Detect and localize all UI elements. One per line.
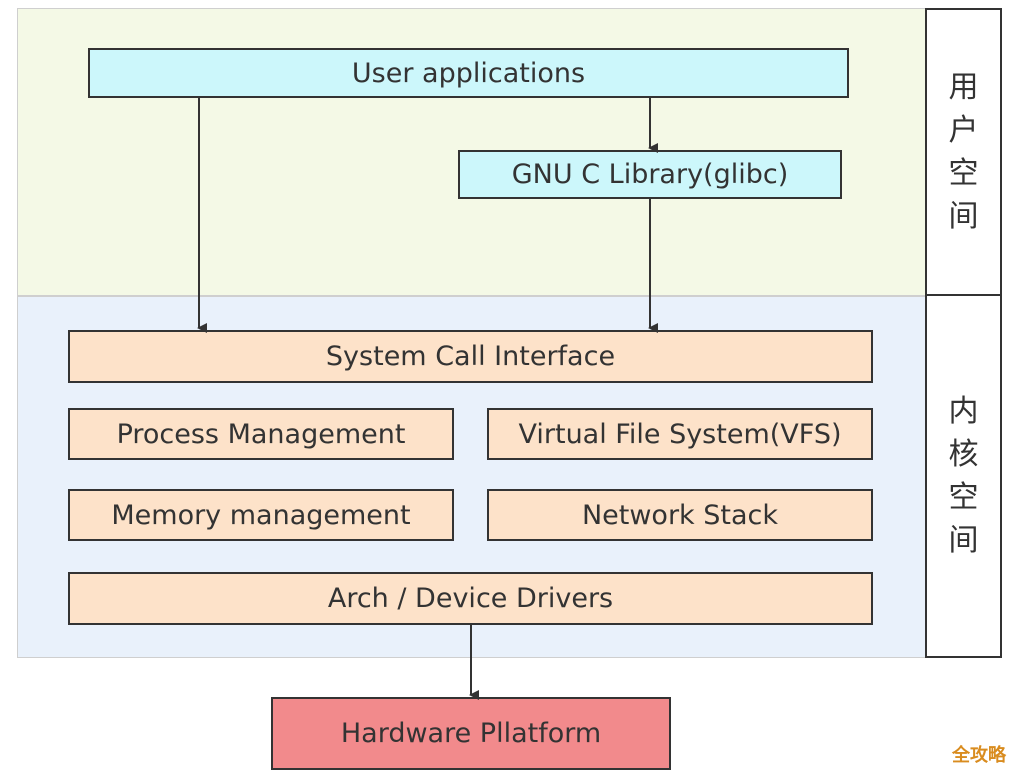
user-space-side-label: 用户空间 xyxy=(925,8,1002,296)
virtual-file-system-box: Virtual File System(VFS) xyxy=(487,408,873,460)
user-space-label-text: 用户空间 xyxy=(948,70,979,234)
virtual-file-system-label: Virtual File System(VFS) xyxy=(518,418,842,450)
process-management-box: Process Management xyxy=(68,408,454,460)
watermark-text: 全攻略 xyxy=(952,745,1006,766)
user-applications-label: User applications xyxy=(351,57,586,89)
system-call-interface-box: System Call Interface xyxy=(68,330,873,383)
kernel-space-side-label: 内核空间 xyxy=(925,294,1002,658)
glibc-label: GNU C Library(glibc) xyxy=(511,159,789,190)
arch-device-drivers-box: Arch / Device Drivers xyxy=(68,572,873,625)
memory-management-box: Memory management xyxy=(68,489,454,541)
hardware-platform-box: Hardware Pllatform xyxy=(271,697,671,770)
user-applications-box: User applications xyxy=(88,48,849,98)
memory-management-label: Memory management xyxy=(111,499,411,531)
network-stack-box: Network Stack xyxy=(487,489,873,541)
hardware-platform-label: Hardware Pllatform xyxy=(340,718,602,749)
process-management-label: Process Management xyxy=(116,418,406,450)
arch-device-drivers-label: Arch / Device Drivers xyxy=(327,583,614,614)
kernel-space-label-text: 内核空间 xyxy=(948,394,979,558)
system-call-interface-label: System Call Interface xyxy=(325,341,616,372)
glibc-box: GNU C Library(glibc) xyxy=(458,150,842,199)
network-stack-label: Network Stack xyxy=(581,499,779,531)
